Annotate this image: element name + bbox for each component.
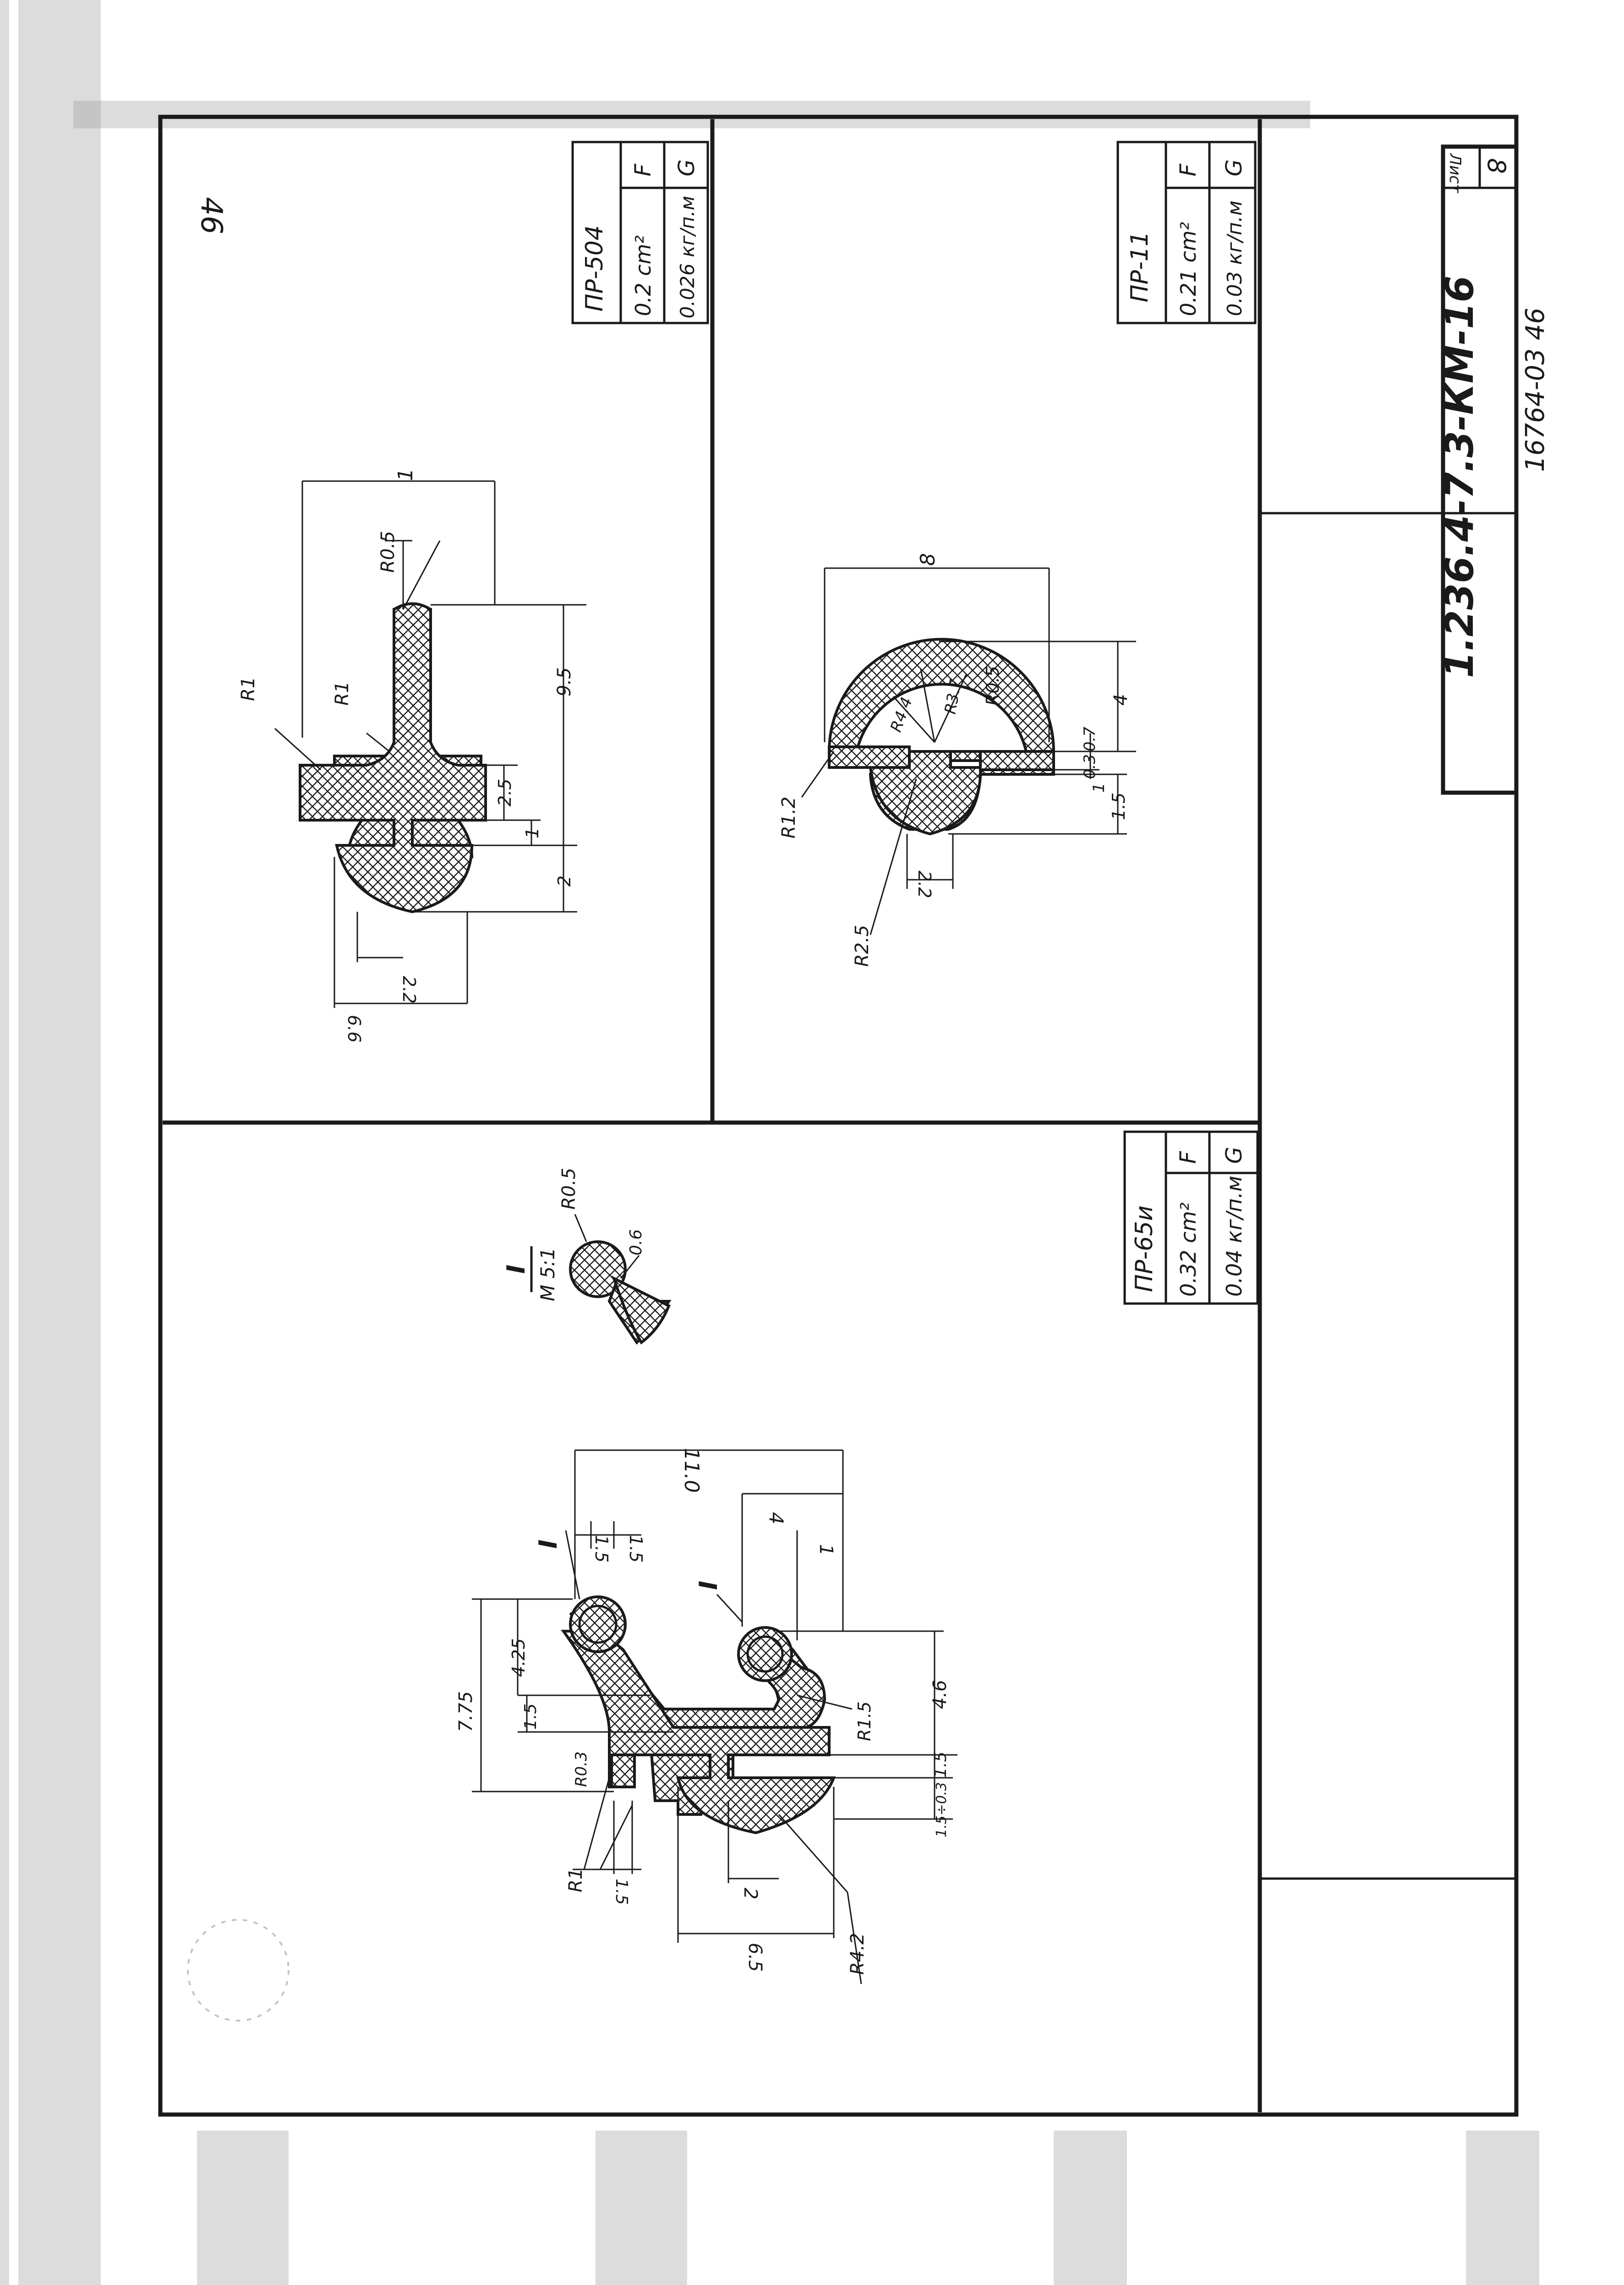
pr-11-dim-h-07: 0.7	[1081, 727, 1099, 751]
pr-65u-dim-w-65: 6.5	[744, 1943, 766, 1972]
pr-65u-dim-w-2: 2	[740, 1888, 761, 1899]
pr-65u-dim-h-425: 4.25	[509, 1638, 529, 1677]
pr-504-dim-r1-outer: R1	[238, 677, 259, 701]
pr-11-dim-r12: R1.2	[778, 797, 799, 838]
pr-65u-dim-r42: R4.2	[847, 1933, 868, 1975]
pr-11-dims	[801, 567, 1136, 935]
pr-504-dim-h-flange: 2.5	[495, 779, 515, 806]
pr-504-g-label: G	[674, 159, 700, 176]
sheet-number: 8	[1482, 158, 1511, 174]
pr-65u-mark-I-a: I	[534, 1540, 563, 1549]
profile-pr-65u: ПР-65и F 0.32 cm² G 0.04 кг/п.м I M 5:1 …	[455, 1130, 1259, 1984]
pr-65u-detail-I: I M 5:1 R0.5 0.6	[502, 1168, 672, 1345]
pr-11-dim-r25: R2.5	[852, 925, 873, 967]
stamp-mark	[187, 1919, 290, 2022]
pr-11-g-label: G	[1221, 159, 1247, 176]
profile-pr-11: ПР-11 F 0.21 cm² G 0.03 кг/п.м	[778, 141, 1257, 967]
pr-11-dim-h-15: 1.5	[1109, 793, 1129, 820]
pr-65u-dim-r15: R1.5	[854, 1701, 875, 1741]
pr-65u-dim-w-total: 11.0	[680, 1448, 703, 1493]
pr-504-dims	[274, 480, 586, 1008]
pr-65u-dim-h-775: 7.75	[455, 1691, 476, 1732]
drawing-frame	[158, 115, 1519, 2117]
pr-11-dim-h-4: 4	[1110, 694, 1132, 706]
pr-504-dim-h-2: 2	[554, 876, 574, 887]
pr-65u-dim-w-15a: 1.5	[626, 1535, 646, 1562]
title-block: Лист 8 1.236.4-7.3-КМ-16	[1437, 144, 1519, 795]
pr-504-dim-r1-inner: R1	[332, 681, 353, 706]
archive-number: 16764-03 46	[1520, 307, 1550, 472]
pr-11-shell	[827, 638, 1055, 753]
pr-504-name: ПР-504	[581, 225, 608, 312]
pr-504-dim-width-top: 1	[394, 468, 417, 481]
pr-11-dim-width-top: 8	[916, 553, 940, 566]
pr-65u-f-value: 0.32 cm²	[1176, 1202, 1201, 1297]
drawing-designation: 1.236.4-7.3-КМ-16	[1437, 275, 1482, 678]
pr-11-f-value: 0.21 cm²	[1176, 222, 1201, 316]
pr-65u-dim-h-15: 1.5	[521, 1704, 540, 1730]
pr-504-dim-h-stem: 9.5	[554, 667, 575, 696]
pr-504-dim-r05: R0.5	[377, 531, 399, 573]
pr-11-dim-w-neck: 2.2	[914, 871, 935, 898]
page-number: 46	[194, 197, 228, 234]
pr-65u-dim-w-15d: 1.5	[612, 1879, 631, 1905]
pr-65u-g-label: G	[1221, 1147, 1247, 1164]
pr-504-f-value: 0.2 cm²	[631, 236, 656, 316]
pr-11-dim-r05: R0.5	[983, 666, 1003, 706]
pr-65u-name: ПР-65и	[1131, 1206, 1158, 1292]
pr-65u-mark-I-b: I	[694, 1581, 723, 1590]
pr-65u-dim-h-46: 4.6	[930, 1680, 951, 1709]
pr-65u-dim-w-1: 1	[815, 1544, 837, 1556]
pr-11-dim-h-1: 1	[1090, 783, 1108, 793]
detail-scale: M 5:1	[536, 1248, 559, 1301]
pr-11-dim-h-03: 0.3	[1081, 754, 1099, 779]
pr-504-table: ПР-504 F 0.2 cm² G 0.026 кг/п.м	[571, 141, 709, 324]
profile-pr-504: ПР-504 F 0.2 cm² G 0.026 кг/п.м	[238, 141, 709, 1042]
pr-65u-dims	[472, 1449, 957, 1984]
detail-d06: 0.6	[627, 1229, 645, 1255]
pr-504-g-value: 0.026 кг/п.м	[676, 196, 699, 318]
pr-11-table: ПР-11 F 0.21 cm² G 0.03 кг/п.м	[1116, 141, 1257, 324]
pr-11-g-value: 0.03 кг/п.м	[1223, 201, 1247, 316]
detail-r05: R0.5	[558, 1168, 580, 1210]
pr-504-f-label: F	[630, 163, 656, 176]
detail-title: I	[502, 1265, 530, 1274]
pr-65u-dim-w-4: 4	[765, 1512, 787, 1524]
pr-65u-dim-w-15b: 1.5	[591, 1535, 612, 1562]
pr-504-dim-h-1: 1	[522, 827, 542, 838]
pr-65u-dim-r1: R1	[565, 1868, 586, 1892]
pr-504-body	[299, 602, 487, 914]
pr-65u-g-value: 0.04 кг/п.м	[1222, 1176, 1247, 1297]
pr-65u-dim-h-15b: 1.5	[931, 1752, 950, 1778]
pr-504-dim-w-base: 6.6	[344, 1015, 364, 1042]
sheet-label: Лист	[1446, 153, 1464, 193]
pr-11-name: ПР-11	[1126, 231, 1154, 302]
pr-65u-dim-h-15c: 1.5÷0.3	[934, 1782, 950, 1837]
pr-65u-table: ПР-65и F 0.32 cm² G 0.04 кг/п.м	[1123, 1130, 1259, 1305]
pr-65u-f-label: F	[1176, 1151, 1201, 1164]
pr-504-dim-w-neck: 2.2	[399, 976, 419, 1003]
pr-11-f-label: F	[1176, 163, 1201, 176]
scan-noise	[0, 0, 1539, 2285]
pr-65u-dim-r02: R0.3	[572, 1751, 591, 1787]
